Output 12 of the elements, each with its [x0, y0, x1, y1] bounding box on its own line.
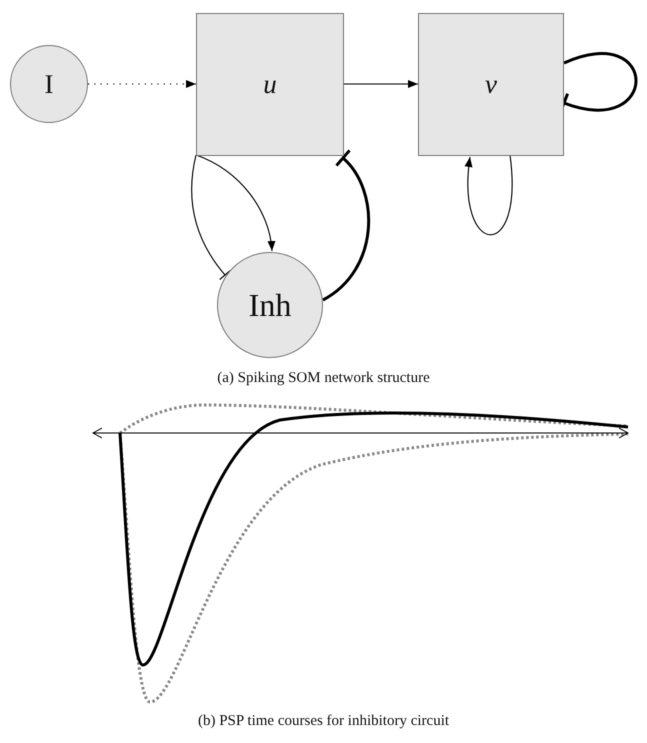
figure-caption: (a) Spiking SOM network structure	[216, 370, 431, 387]
arrow	[88, 80, 196, 88]
arrow	[344, 80, 418, 88]
neuron-layer-box: v	[418, 12, 564, 156]
inhibitory-connector	[191, 154, 232, 280]
arrow	[465, 154, 513, 236]
inhibitory-connector	[322, 150, 370, 302]
neuron-layer-box: u	[196, 12, 344, 156]
arrow	[196, 154, 275, 252]
figure-caption: (b) PSP time courses for inhibitory circuit	[196, 713, 450, 730]
input-circle: I	[10, 45, 88, 123]
inhibitory-circle: Inh	[217, 252, 323, 358]
